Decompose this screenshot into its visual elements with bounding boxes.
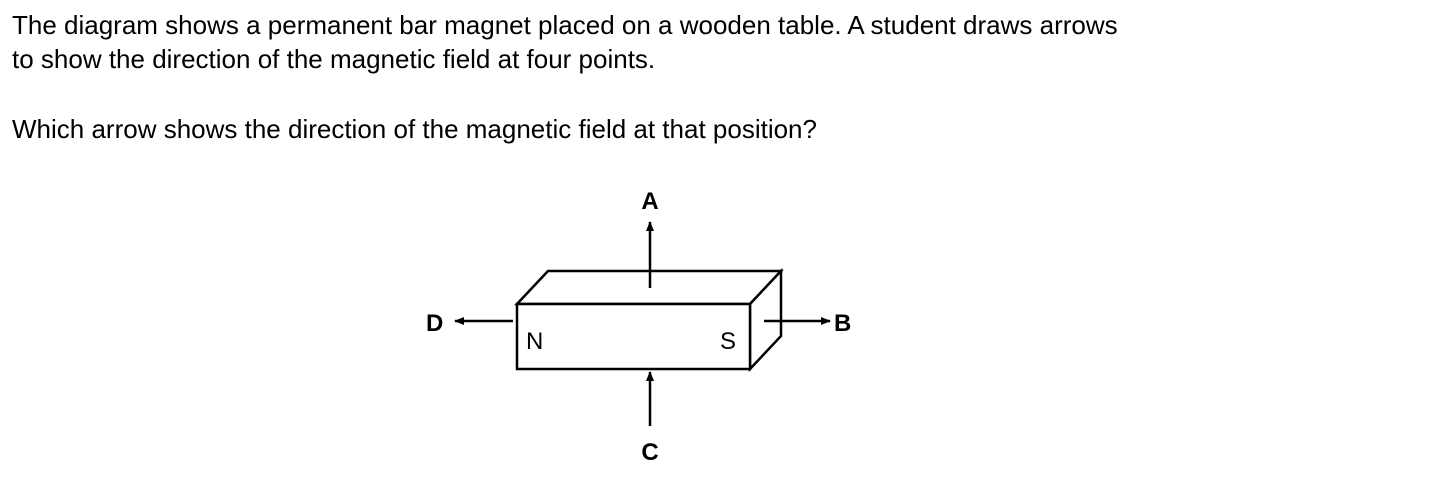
magnet-front-face [515, 302, 752, 371]
north-pole-label: N [526, 328, 543, 355]
arrow-a-label: A [641, 188, 658, 215]
question-line-1: The diagram shows a permanent bar magnet… [12, 10, 1118, 40]
bar-magnet [514, 267, 784, 373]
question-text: The diagram shows a permanent bar magnet… [12, 8, 1412, 146]
question-prompt: Which arrow shows the direction of the m… [12, 114, 817, 144]
question-line-2: to show the direction of the magnetic fi… [12, 44, 656, 74]
arrow-b-label: B [834, 310, 851, 337]
arrow-c-label: C [641, 439, 658, 466]
arrow-d-label: D [426, 310, 443, 337]
south-pole-label: S [720, 328, 736, 355]
